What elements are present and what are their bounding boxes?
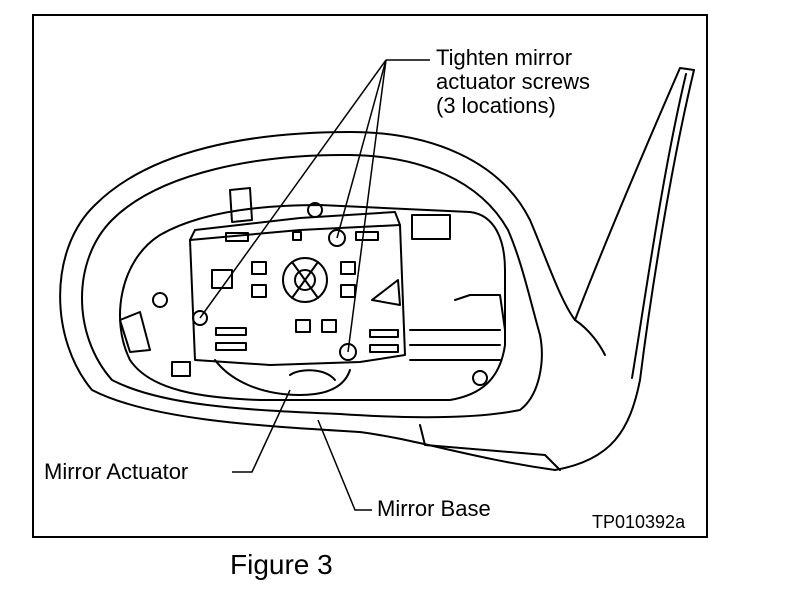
mirror-arm (574, 319, 606, 356)
actuator-motor (214, 359, 351, 396)
leader-screw-top (336, 59, 387, 239)
housing-inner-lip (81, 153, 543, 419)
figure-frame (32, 14, 708, 538)
leader-actuator (232, 389, 291, 473)
leader-screw-bottom (347, 59, 387, 353)
pivot-inner (294, 269, 316, 291)
screws-callout: Tighten mirror actuator screws (3 locati… (436, 46, 590, 118)
figure-caption: Figure 3 (230, 549, 333, 580)
screw-top (328, 229, 346, 247)
mirror-base-plate (419, 424, 561, 471)
pivot-outer (282, 257, 328, 303)
housing-recess (119, 204, 506, 401)
mirror-base-label: Mirror Base (377, 496, 491, 521)
screws-callout-line1: Tighten mirror (436, 45, 573, 70)
screws-callout-line2: actuator screws (436, 69, 591, 94)
screw-left (192, 310, 208, 326)
leader-base (317, 419, 372, 511)
mirror-actuator-label: Mirror Actuator (44, 459, 189, 484)
actuator-body (189, 224, 406, 366)
screws-callout-line3: (3 locations) (436, 93, 556, 118)
leader-screw-left (199, 59, 387, 319)
mirror-arm-inner (631, 73, 687, 379)
screw-bottom (339, 343, 357, 361)
figure-code: TP010392a (592, 512, 686, 532)
actuator-top-edge (189, 211, 401, 241)
